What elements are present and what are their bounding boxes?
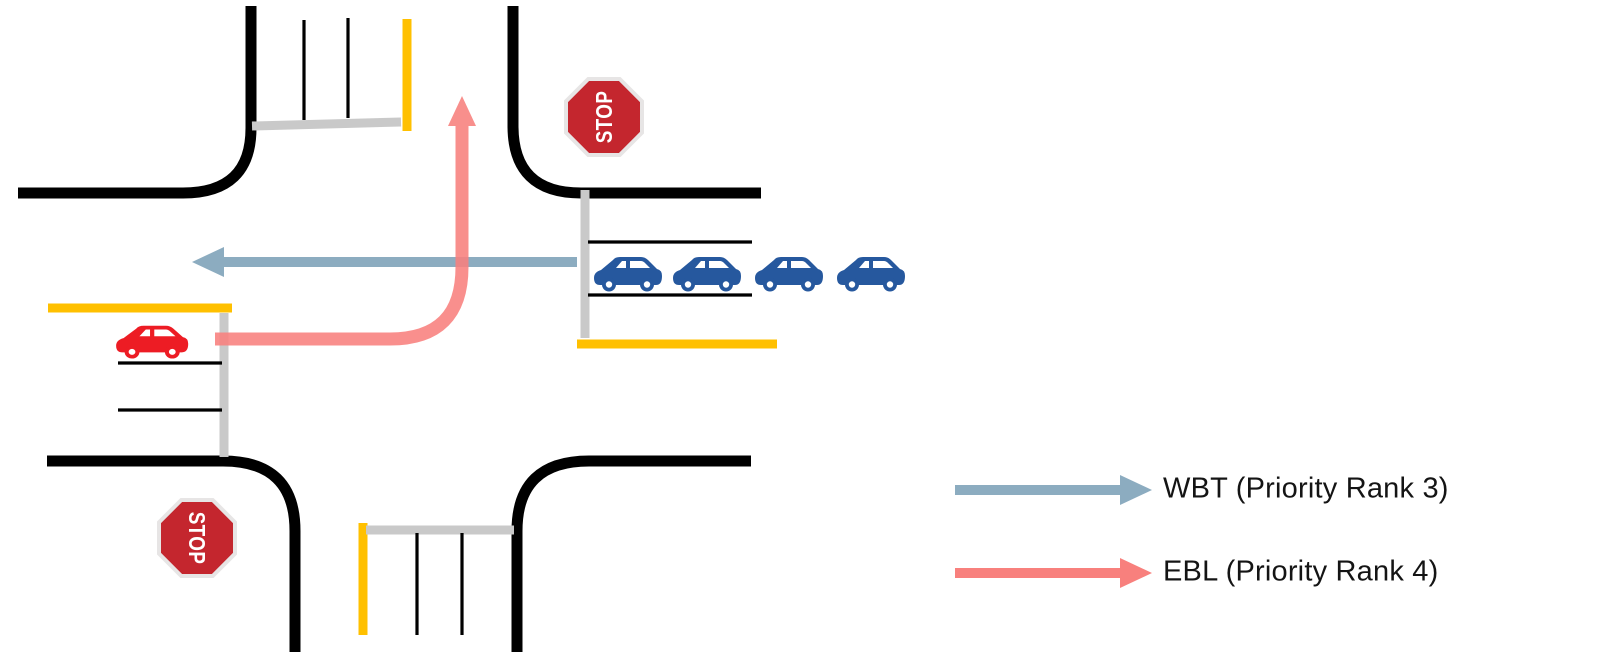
stop-sign-southwest (157, 498, 237, 578)
yellow-curb-lines (48, 19, 777, 635)
ebl-movement-arrow (215, 96, 476, 346)
queue-car-2 (673, 257, 741, 292)
legend-ebl-arrow (955, 558, 1152, 588)
stop-sign-northeast (564, 77, 644, 157)
queue-car-1 (594, 257, 662, 292)
eastbound-red-car (116, 325, 189, 359)
road-edge-southeast (511, 455, 751, 652)
road-edges (18, 6, 761, 652)
stop-bar-north (251, 117, 402, 131)
road-edge-southwest (47, 455, 301, 652)
queue-car-3 (755, 257, 823, 292)
road-edge-northeast (507, 6, 761, 199)
ebl-arrow-head (448, 96, 476, 126)
ebl-arrow-shaft (215, 124, 469, 346)
wbt-movement-arrow (192, 247, 577, 277)
legend-wbt-arrow (955, 475, 1152, 505)
westbound-car-queue (594, 257, 905, 292)
road-edge-northwest (18, 6, 257, 199)
legend-label-ebl: EBL (Priority Rank 4) (1163, 555, 1439, 588)
queue-car-4 (837, 257, 905, 292)
lane-lines (118, 18, 752, 635)
legend-label-wbt: WBT (Priority Rank 3) (1163, 472, 1449, 505)
